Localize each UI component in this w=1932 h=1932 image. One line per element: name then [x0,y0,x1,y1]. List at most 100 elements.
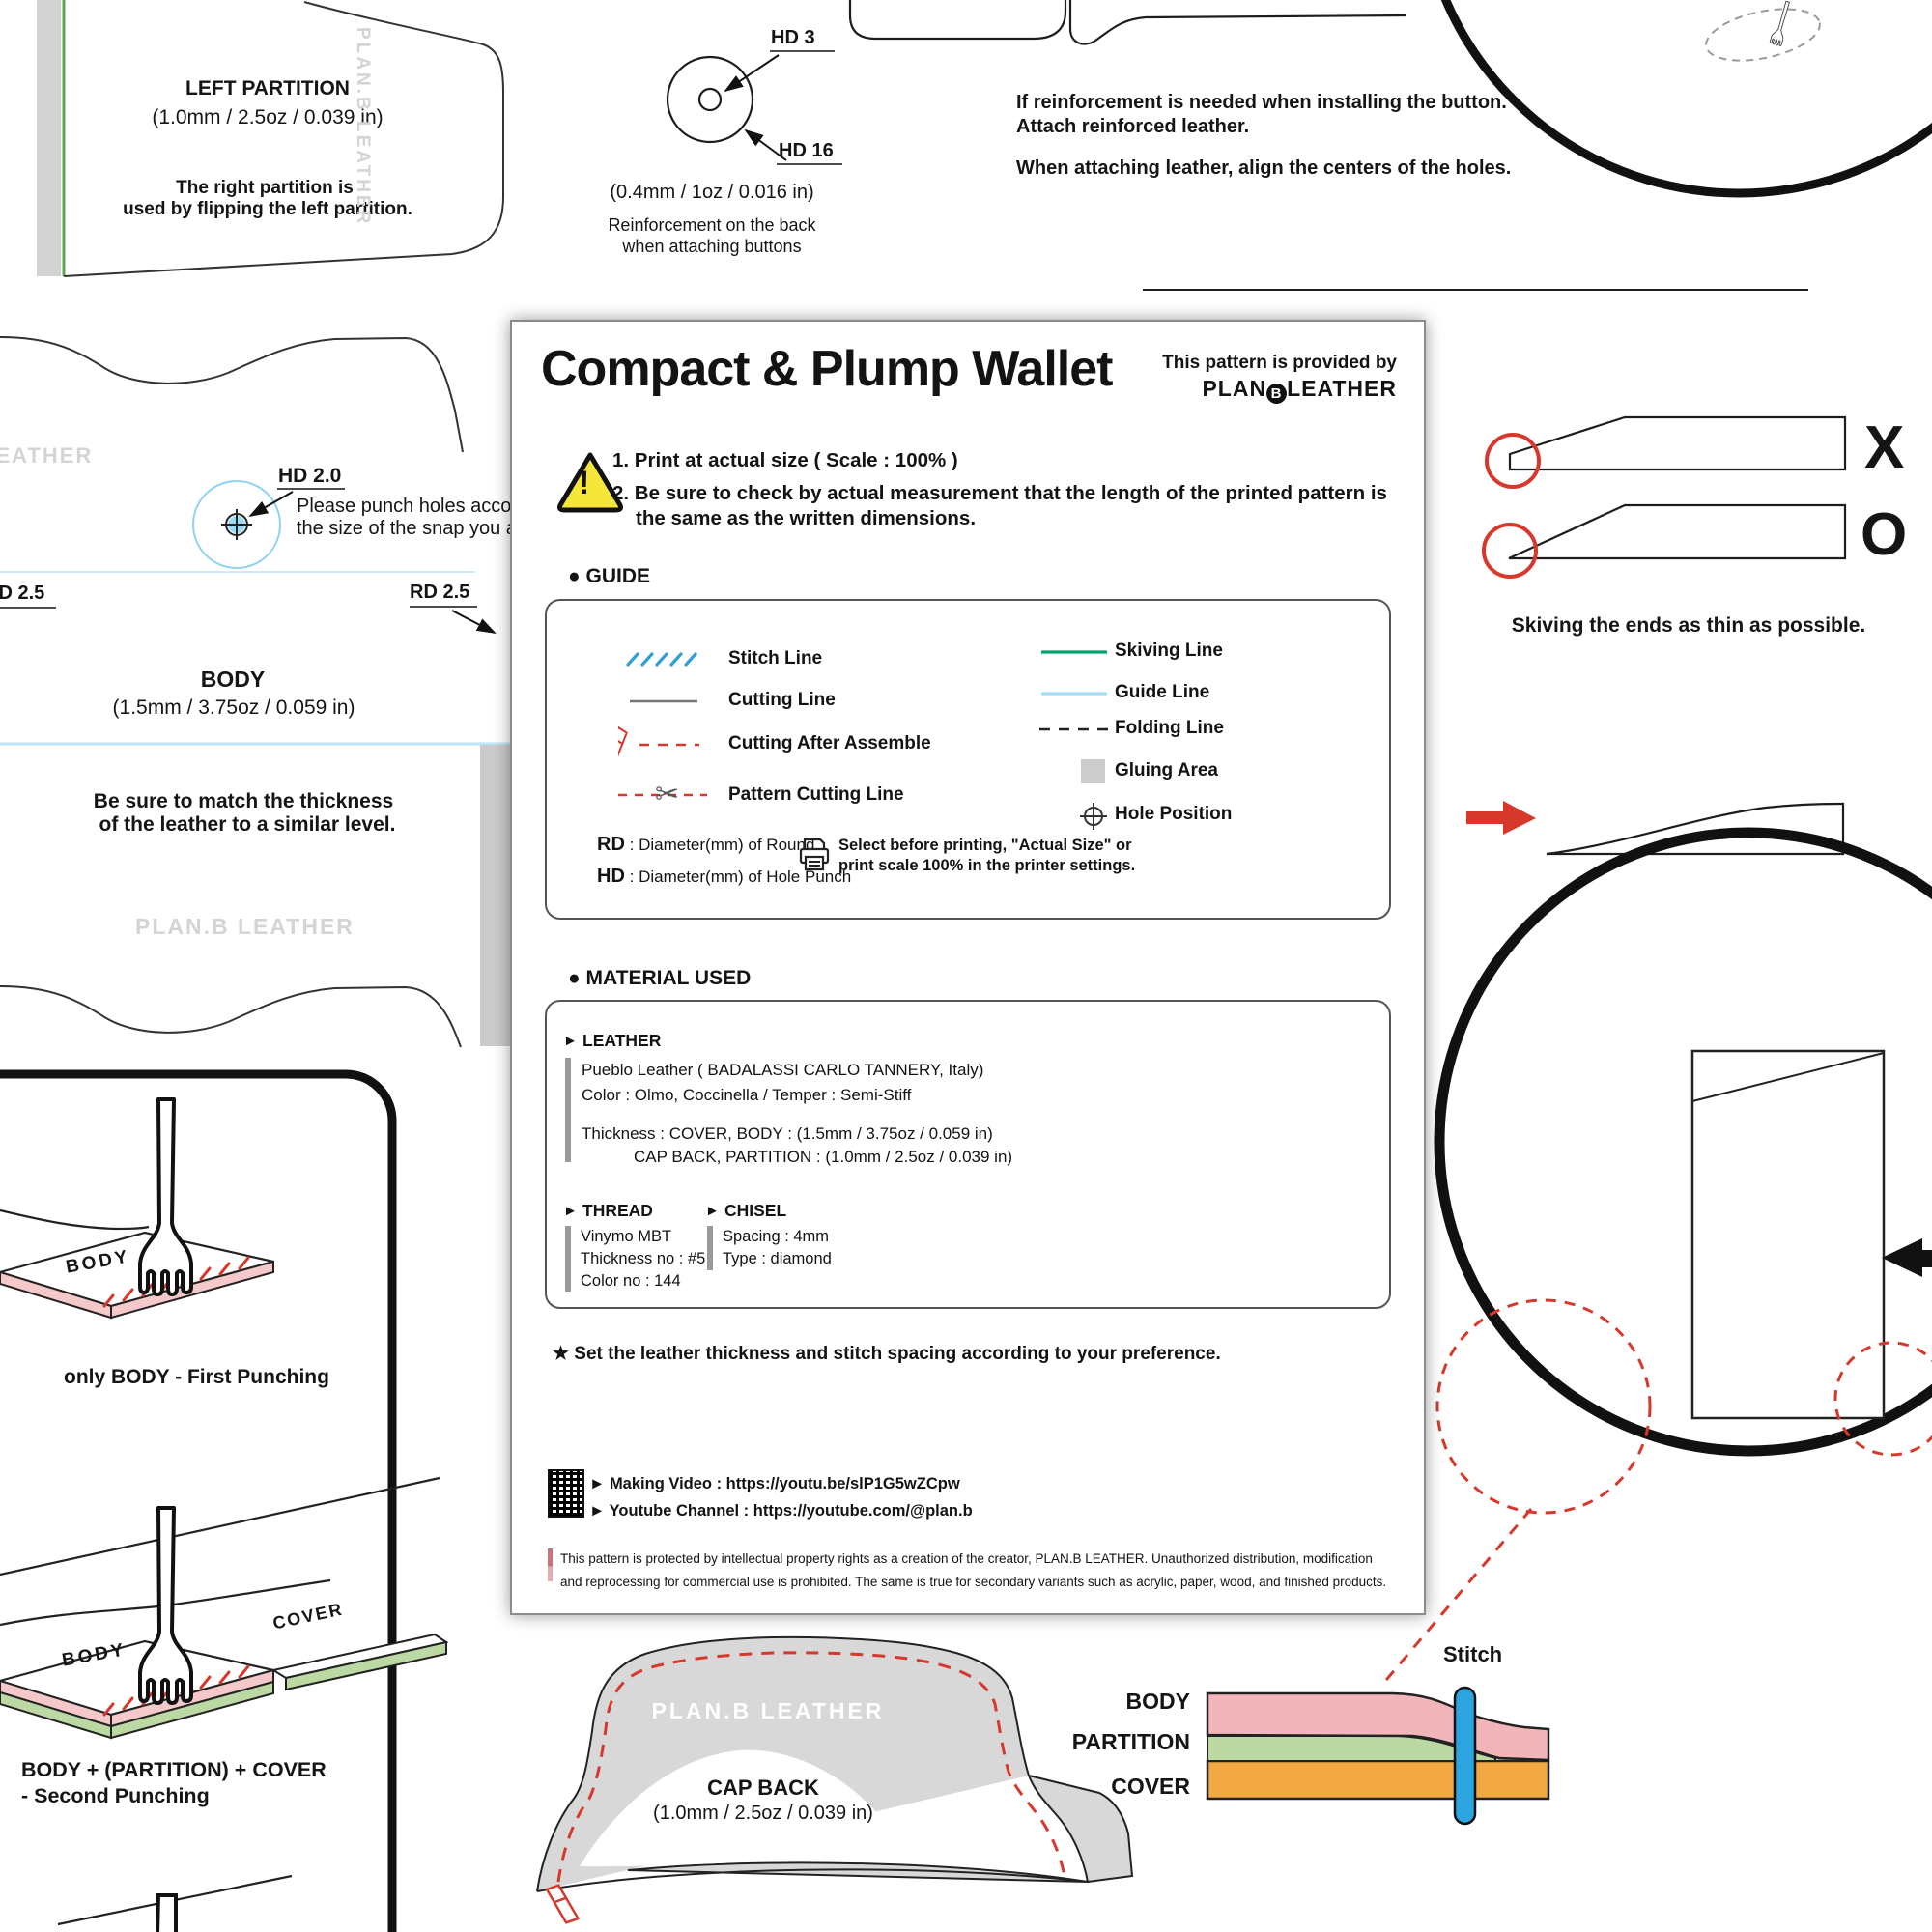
left-partition-outline [63,1,504,277]
mini-chisel-icon [1769,0,1794,47]
link-arrow-icon: ► [589,1475,606,1492]
copyright-line-1: This pattern is protected by intellectua… [560,1551,1373,1566]
cutter-knife-icon [539,1880,585,1928]
red-circle-mark [1485,433,1541,489]
warning-exclaim: ! [579,465,590,501]
dashed-ellipse [1705,8,1821,62]
reinforce-cap1: Reinforcement on the back [608,215,816,235]
skive-right-mark: O [1861,501,1908,568]
printer-icon [799,838,830,871]
reinforce-hole-circle [697,87,723,112]
reinforce-cap2: when attaching buttons [622,237,802,256]
thickness-line-2: CAP BACK, PARTITION : (1.0mm / 2.5oz / 0… [634,1148,1013,1166]
cap-back-stitchline [556,1651,1066,1883]
youtube-channel-link: ► Youtube Channel : https://youtube.com/… [589,1502,973,1520]
capback-spec: (1.0mm / 2.5oz / 0.039 in) [653,1803,873,1824]
red-dashed-circle [1435,1298,1652,1515]
leather-heading: LEATHER [582,1031,662,1050]
skive-wrong-mark: X [1864,414,1905,481]
qr-code [548,1469,584,1518]
hd20-label: HD 2.0 [278,465,342,487]
instruction-2: 2. Be sure to check by actual measuremen… [612,482,1387,504]
legend-stitch-line: Stitch Line [728,648,823,668]
section-bar [707,1226,713,1270]
skived-edge-profile [1546,802,1845,856]
snap-note-1: Please punch holes accord [297,496,529,517]
piece-notch-outline [848,0,1067,41]
rd-definition: RD : Diameter(mm) of Round [597,834,815,855]
black-arrow-icon [1882,1238,1932,1277]
skiving-caption: Skiving the ends as thin as possible. [1511,614,1866,637]
capback-title: CAP BACK [707,1776,819,1800]
stitch-label: Stitch [1443,1642,1503,1666]
piece-step-outline [1068,0,1407,45]
second-punching-label-1: BODY + (PARTITION) + COVER [21,1758,327,1781]
red-dashed-leader [1379,1508,1533,1687]
snap-note-2: the size of the snap you ar [297,518,524,539]
layer-cover-label: COVER [1111,1774,1190,1799]
reinforce-spec: (0.4mm / 1oz / 0.016 in) [610,182,814,203]
watermark-edge: PLAN.B LEATHER [0,443,94,468]
cover-layer [1206,1759,1550,1801]
leather-arrow-icon: ► [563,1033,578,1049]
watermark-horizontal: PLAN.B LEATHER [135,914,355,939]
red-arrow-icon [1466,801,1536,835]
rd25-left: RD 2.5 [0,582,45,604]
hd-definition: HD : Diameter(mm) of Hole Punch [597,866,852,887]
warning-icon [557,452,623,513]
making-video-link: ► Making Video : https://youtu.be/slP1G5… [589,1475,960,1492]
hd3-label: HD 3 [771,27,815,48]
left-partition-title: LEFT PARTITION [185,77,350,99]
guide-heading: ● GUIDE [568,565,651,587]
copyright-line-2: and reprocessing for commercial use is p… [560,1575,1387,1589]
scissors-icon: ✂ [655,779,680,810]
provided-by-text: This pattern is provided by [1162,353,1397,373]
print-note-2: print scale 100% in the printer settings… [838,857,1136,874]
card-title: Compact & Plump Wallet [541,341,1113,397]
pricking-chisel [138,1097,193,1296]
thread-line-3: Color no : 144 [581,1272,681,1290]
copyright-bar [548,1548,553,1581]
stitch-pill [1453,1686,1477,1826]
gluing-area-swatch [1081,759,1105,783]
knife-icon [618,724,629,764]
stitch-line-swatch [626,652,697,667]
left-partition-spec: (1.0mm / 2.5oz / 0.039 in) [152,106,384,128]
punching-panel-border [0,1069,397,1932]
bullet-icon: ● [568,565,581,587]
reinforce-outer-circle [666,55,754,144]
hole-position-swatch [1080,803,1107,830]
material-heading: ● MATERIAL USED [568,967,752,989]
zoom-circle-bottom [1434,827,1932,1457]
legend-gluing-area: Gluing Area [1115,760,1218,781]
body-spec: (1.5mm / 3.75oz / 0.059 in) [112,696,355,719]
section-bar [565,1058,571,1162]
chisel-line-2: Type : diamond [723,1250,832,1267]
instruction-3: the same as the written dimensions. [636,507,977,529]
guide-left-swatches [618,652,707,797]
guide-box [545,599,1391,920]
skive-wrong-shape [1508,415,1847,471]
brand-pre: PLAN [1202,375,1267,401]
chisel-heading: CHISEL [724,1201,787,1220]
gluing-area-bar [37,0,61,276]
left-partition-note1: The right partition is [176,178,354,198]
chisel-arrow-icon: ► [705,1203,720,1219]
button-note-1: If reinforcement is needed when installi… [1016,92,1507,113]
leather-line-1: Pueblo Leather ( BADALASSI CARLO TANNERY… [582,1061,984,1079]
cap-back-cutout [580,1749,900,1867]
print-note-1: Select before printing, "Actual Size" or [838,837,1132,854]
legend-folding-line: Folding Line [1115,718,1224,738]
body-bottom-edge [0,985,462,1048]
snap-guide-circle [192,480,281,569]
thread-heading: THREAD [582,1201,653,1220]
red-dashed-circle-small [1833,1341,1932,1457]
chisel-line-1: Spacing : 4mm [723,1228,830,1245]
legend-skiving-line: Skiving Line [1115,640,1223,661]
button-note-3: When attaching leather, align the center… [1016,157,1512,179]
zoom-circle-top [1440,0,1932,198]
